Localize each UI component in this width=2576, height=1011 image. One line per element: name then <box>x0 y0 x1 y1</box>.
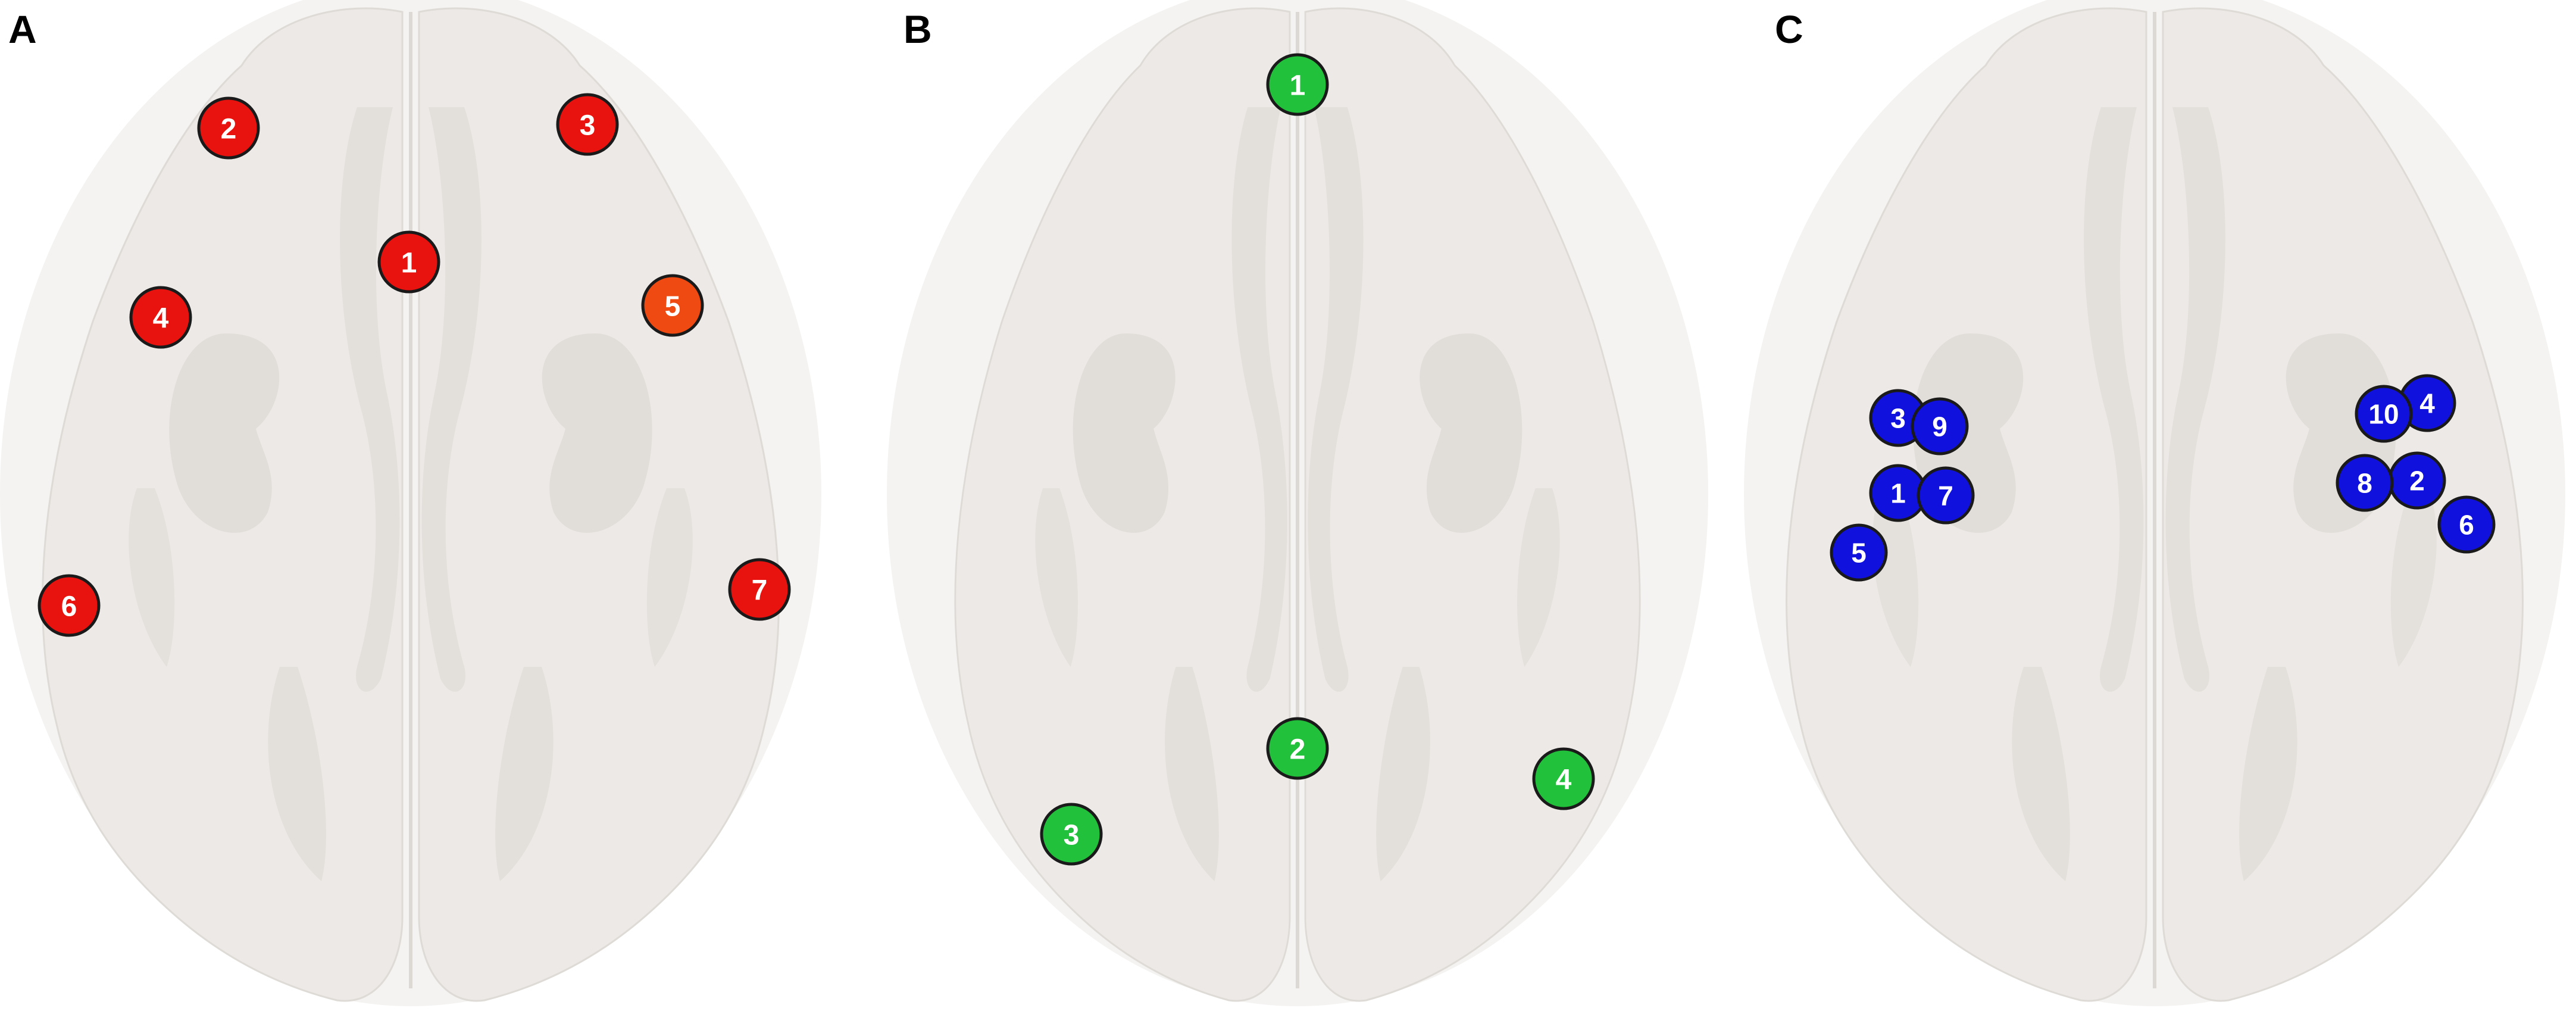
panel-b: 1 2 3 4 <box>869 0 1726 1011</box>
panel-c-ventricle-left <box>2165 107 2225 692</box>
panel-b-brain: 1 2 3 4 <box>887 0 1708 1006</box>
panel-c-ventricle-right <box>2084 107 2144 692</box>
panel-c-marker-8-label: 8 <box>2357 468 2372 499</box>
panel-a-hemisphere-right <box>42 7 404 1002</box>
panel-a-occipital-right <box>268 667 326 881</box>
panel-b-markers: 1 2 3 4 <box>1040 53 1595 866</box>
panel-c-marker-4-label: 4 <box>2419 388 2435 419</box>
panel-b-brain-group <box>887 0 1708 1006</box>
panel-b-ventricle-left <box>1308 107 1364 692</box>
panel-a-markers: 1 2 3 4 5 6 7 <box>37 93 791 637</box>
panel-c-insula-left <box>2390 488 2437 667</box>
panel-b-marker-3 <box>1040 803 1103 866</box>
panel-a-marker-7 <box>728 558 791 621</box>
panel-b-ventricle-right <box>1231 107 1287 692</box>
panel-a-ventricle-right <box>340 107 400 692</box>
panel-c-marker-6-label: 6 <box>2459 510 2474 541</box>
panel-c-marker-7-label: 7 <box>1938 480 1953 511</box>
panel-a-marker-3-label: 3 <box>580 110 596 141</box>
panel-b-marker-2 <box>1266 717 1329 780</box>
panel-b-marker-4 <box>1532 747 1595 810</box>
panel-c-marker-1-label: 1 <box>1890 478 1906 509</box>
panel-c-hemisphere-left <box>2162 7 2524 1002</box>
panel-b-hemisphere-right <box>954 7 1291 1002</box>
panel-a-letter: A <box>8 7 37 51</box>
panel-b-marker-2-label: 2 <box>1290 734 1306 765</box>
panel-c-markers: 1 2 3 4 5 6 7 8 9 10 <box>1830 374 2496 582</box>
panel-a-brain-group <box>0 0 821 1006</box>
panel-b-insula-right <box>1035 488 1078 667</box>
panel-c-marker-5 <box>1830 523 1888 582</box>
panel-a-marker-2 <box>197 96 260 160</box>
panel-a-marker-4-label: 4 <box>153 302 169 334</box>
panel-b-marker-4-label: 4 <box>1556 764 1572 795</box>
panel-c-marker-5-label: 5 <box>1851 538 1867 569</box>
panel-b-marker-1 <box>1266 53 1329 116</box>
panel-a-brain: 1 2 3 4 5 6 7 <box>0 0 821 1006</box>
panel-c-marker-10 <box>2355 385 2413 443</box>
panel-c-letter: C <box>1775 7 1803 51</box>
panel-b-basal-ganglia-right <box>1073 333 1176 533</box>
panel-b-basal-ganglia-left <box>1420 333 1523 533</box>
panel-a-marker-6 <box>37 574 101 637</box>
panel-c-marker-2-label: 2 <box>2409 466 2425 497</box>
panel-a-insula-right <box>129 488 175 667</box>
panel-b-occipital-right <box>1165 667 1219 881</box>
panel-b-marker-1-label: 1 <box>1290 70 1306 101</box>
panel-c: 1 2 3 4 5 6 7 8 9 10 <box>1726 0 2576 1011</box>
panel-a-basal-ganglia-left <box>542 333 652 533</box>
panel-a-marker-5-label: 5 <box>665 291 681 322</box>
panel-c-marker-3-label: 3 <box>1890 403 1906 434</box>
panel-a-occipital-left <box>495 667 554 881</box>
panel-c-marker-7 <box>1917 466 1975 525</box>
panel-a-marker-1-label: 1 <box>401 247 417 279</box>
panel-a-hemisphere-left <box>418 7 780 1002</box>
panel-b-insula-left <box>1517 488 1560 667</box>
panel-b-marker-3-label: 3 <box>1064 819 1080 851</box>
panel-c-brain: 1 2 3 4 5 6 7 8 9 10 <box>1744 0 2565 1006</box>
panel-b-letter: B <box>904 7 932 51</box>
panel-c-insula-right <box>1872 488 1919 667</box>
panel-b-occipital-left <box>1376 667 1430 881</box>
panel-c-occipital-left <box>2239 667 2297 881</box>
panel-c-marker-8 <box>2336 454 2394 512</box>
panel-a-insula-left <box>646 488 693 667</box>
panel-c-marker-6 <box>2437 495 2496 554</box>
panel-a: 1 2 3 4 5 6 7 <box>0 0 857 1011</box>
panel-a-basal-ganglia-right <box>169 333 280 533</box>
panel-a-marker-2-label: 2 <box>221 113 237 145</box>
panel-c-marker-10-label: 10 <box>2368 399 2399 430</box>
panel-a-marker-1 <box>377 230 440 294</box>
panel-c-marker-9-label: 9 <box>1932 411 1947 442</box>
panel-a-marker-3 <box>556 93 619 156</box>
panel-a-ventricle-left <box>421 107 482 692</box>
panel-c-occipital-right <box>2012 667 2070 881</box>
panel-c-brain-group <box>1744 0 2565 1006</box>
panel-a-marker-6-label: 6 <box>61 591 77 622</box>
panel-a-marker-5 <box>641 274 704 337</box>
panel-a-marker-7-label: 7 <box>752 575 768 606</box>
panel-c-marker-9 <box>1911 397 1969 455</box>
panel-a-marker-4 <box>129 286 192 349</box>
